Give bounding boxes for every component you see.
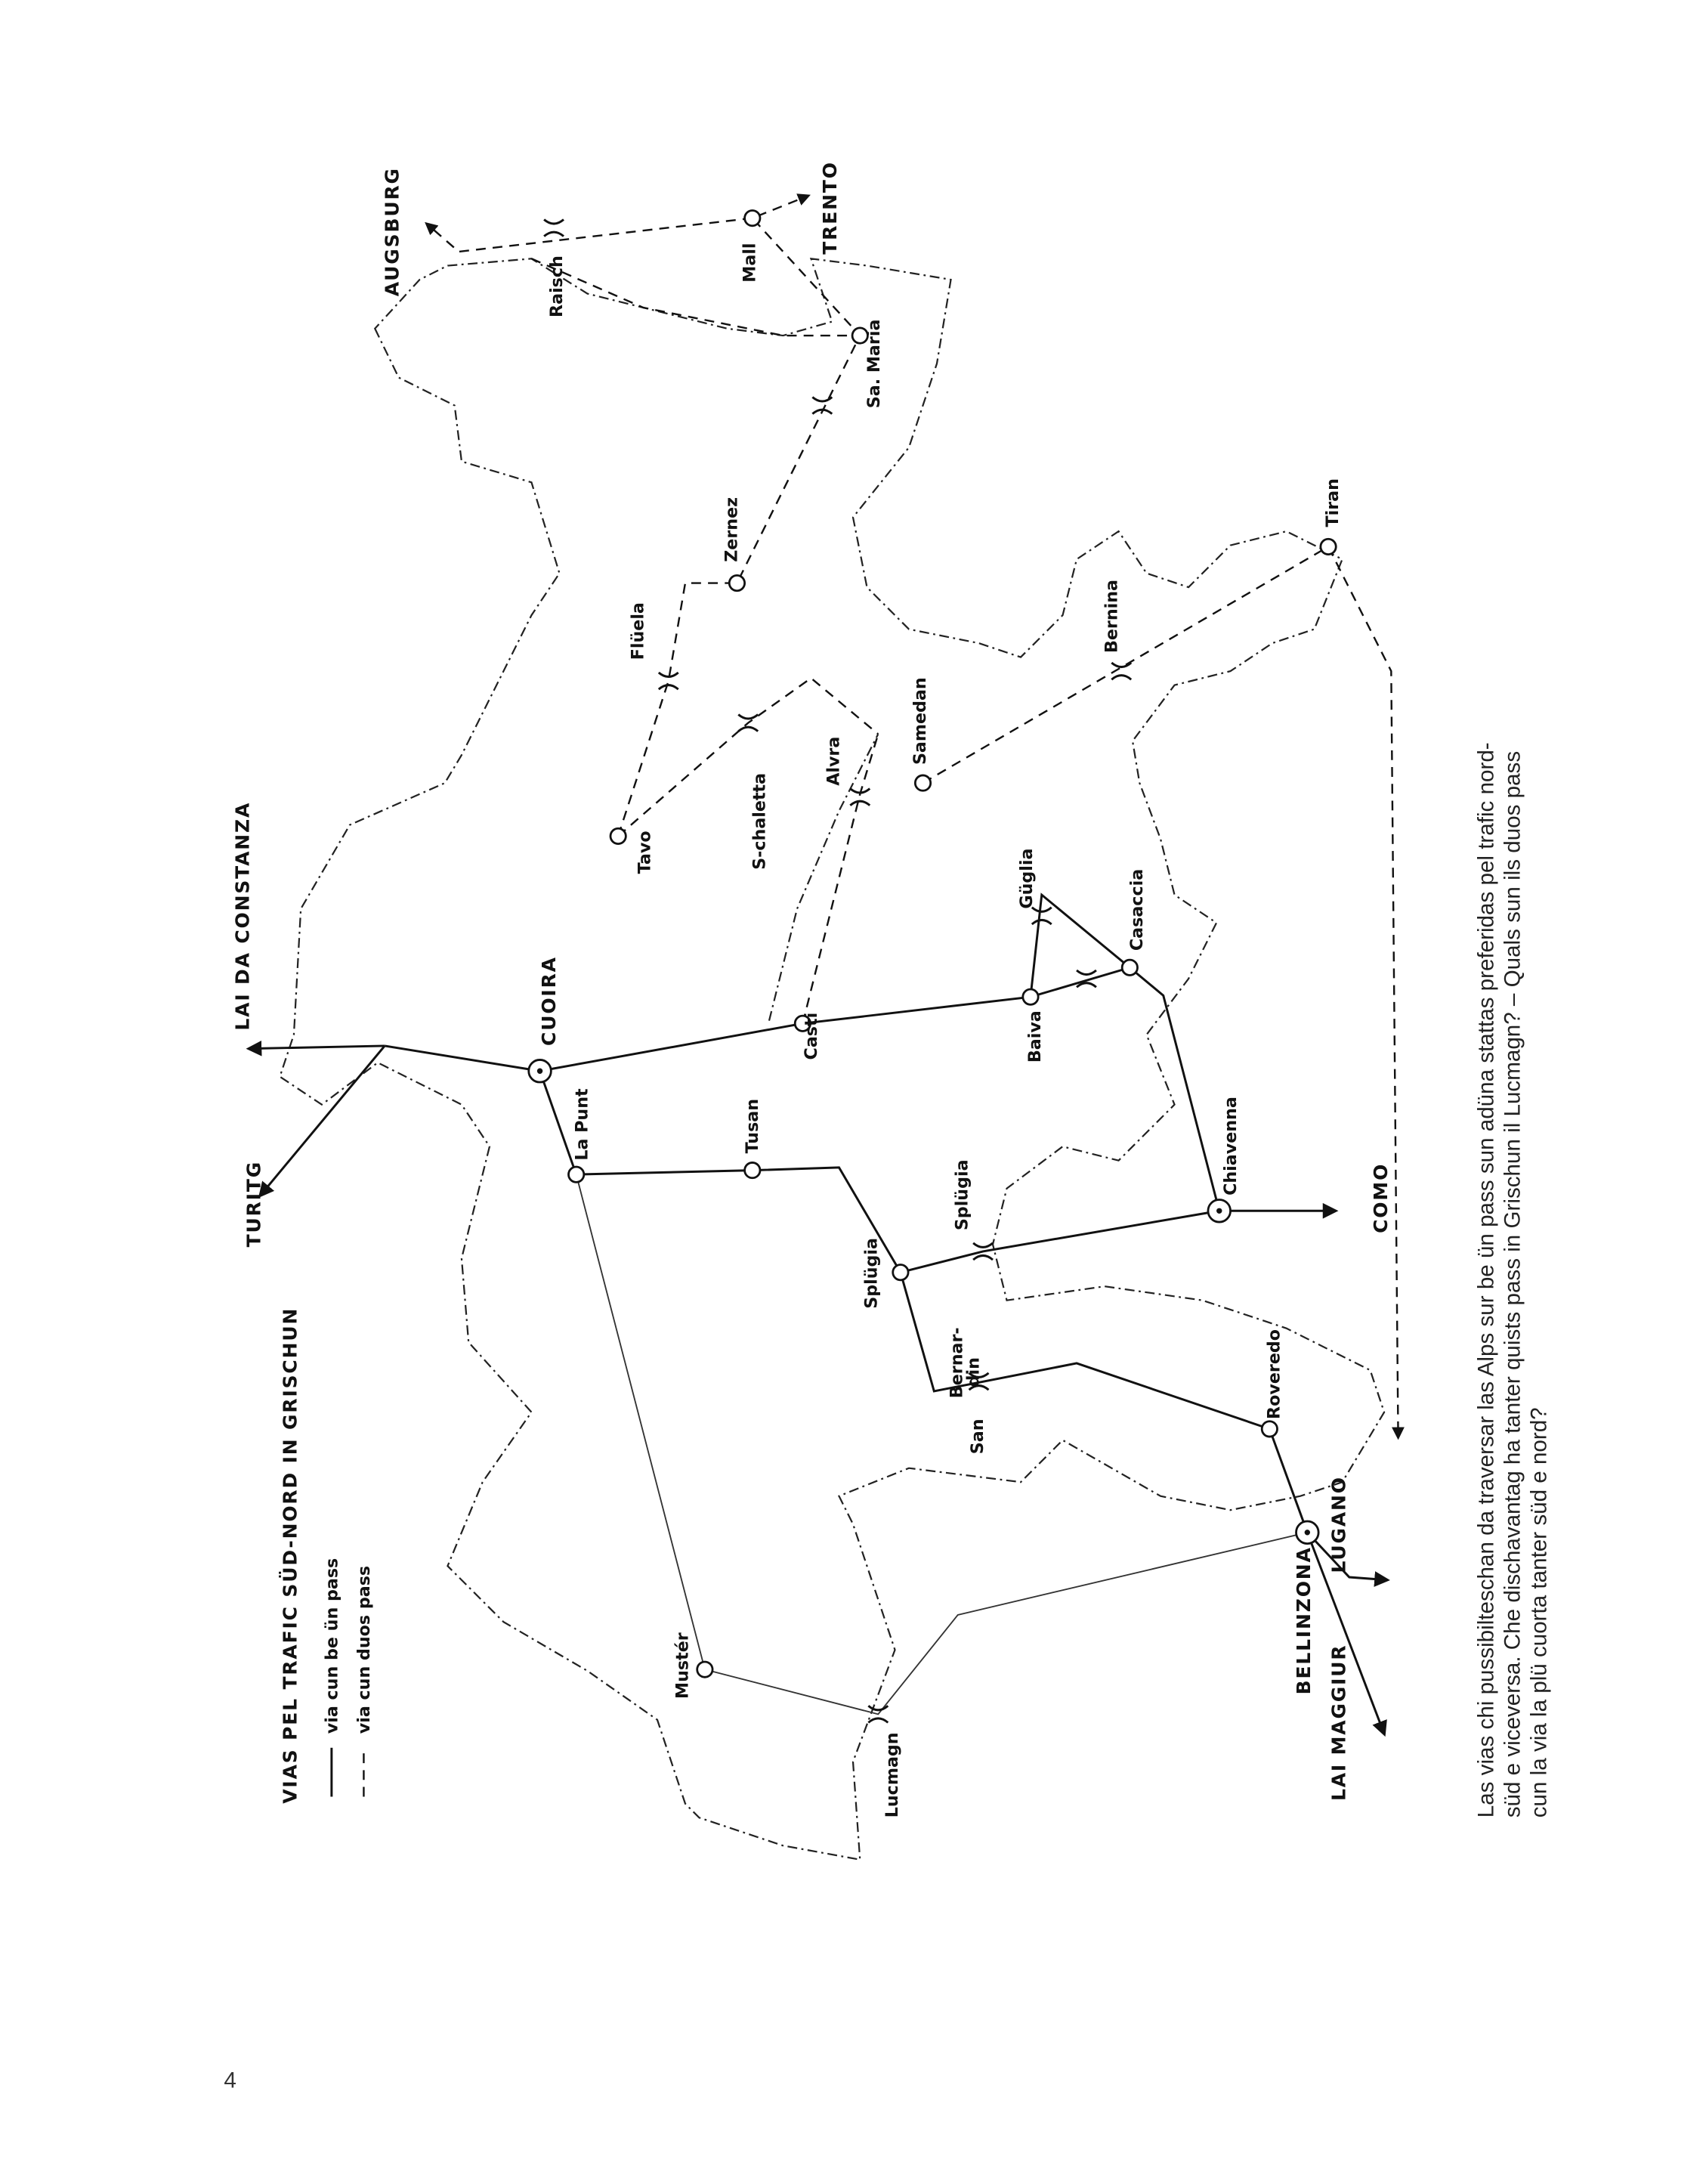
pass-icon (972, 1242, 994, 1261)
page-number: 4 (224, 2068, 236, 2093)
pass-icon (968, 1372, 990, 1391)
legend-dashed-label: via cun duos pass (354, 1566, 374, 1734)
pass-icon (737, 713, 759, 732)
place-label-splugia-pass: Splügia (953, 1159, 972, 1230)
place-node (696, 1660, 714, 1678)
place-label-chiavenna: Chiavenna (1221, 1097, 1241, 1196)
place-node (1319, 537, 1337, 555)
place-label-samaria: Sa. Maria (864, 320, 884, 409)
place-node (567, 1165, 586, 1183)
city-dot (1304, 1530, 1311, 1536)
place-node (1260, 1420, 1278, 1438)
place-label-zernez: Zernez (722, 497, 741, 562)
pass-icon (849, 787, 871, 806)
place-label-maggiur: LAI MAGGIUR (1327, 1644, 1349, 1802)
place-label-bernar: Bernar- (947, 1327, 966, 1398)
legend-solid-label: via cun be ün pass (322, 1558, 342, 1734)
place-label-schaletta: S-chaletta (749, 773, 769, 870)
place-label-tusan: Tusan (743, 1099, 762, 1153)
place-label-guglia: Güglia (1017, 849, 1037, 909)
routes-two-passes (425, 193, 1405, 1440)
place-label-cuoira: CUOIRA (538, 956, 560, 1046)
map-title: VIAS PEL TRAFIC SÜD-NORD IN GRISCHUN (279, 1307, 301, 1804)
place-node (892, 1264, 910, 1282)
pass-icon (543, 218, 564, 237)
place-label-din: din (964, 1357, 984, 1387)
place-label-constanza: LAI DA CONSTANZA (232, 802, 254, 1031)
place-node (609, 827, 627, 845)
place-label-tavo: Tavo (635, 831, 655, 874)
pass-icon (1031, 906, 1052, 926)
pass-icon (811, 396, 833, 415)
caption-line-3: cun la via la plü cuorta tanter süd e no… (1527, 1407, 1552, 1817)
place-node (793, 1014, 811, 1032)
inner-border (768, 733, 879, 1021)
place-node (728, 574, 746, 592)
place-node (1021, 988, 1040, 1006)
pass-icon (657, 671, 679, 691)
place-label-como: COMO (1370, 1163, 1392, 1233)
place-label-splugia: Splügia (861, 1238, 881, 1309)
pass-symbols (543, 218, 1133, 1724)
pass-icon (1076, 969, 1097, 988)
place-labels: TURITG LAI DA CONSTANZA CUOIRA La Punt Tusan… (232, 161, 1392, 1817)
place-label-bernina: Bernina (1102, 580, 1122, 653)
place-label-trento: TRENTO (819, 161, 841, 255)
place-label-mall: Mall (740, 243, 759, 282)
place-node (1120, 958, 1139, 976)
place-label-casti: Casti (802, 1013, 821, 1060)
place-node (743, 209, 762, 227)
place-label-lapunt: La Punt (572, 1088, 592, 1161)
place-label-tiran: Tiran (1323, 478, 1343, 527)
place-nodes (527, 209, 1337, 1678)
place-label-lugano: LUGANO (1327, 1476, 1349, 1573)
place-label-baiva: Baiva (1025, 1010, 1045, 1063)
place-label-casaccia: Casaccia (1127, 869, 1147, 951)
place-label-turitg: TURITG (243, 1161, 265, 1247)
place-node (851, 326, 869, 345)
place-label-bellinzona: BELLINZONA (1293, 1546, 1315, 1694)
city-dot (536, 1068, 543, 1074)
place-label-san: San (968, 1418, 987, 1454)
place-node (913, 774, 932, 792)
caption-line-1: Las vias chi pussibilteschan da traversa… (1473, 742, 1498, 1817)
place-label-samedan: Samedan (910, 677, 930, 765)
place-label-augsburg: AUGSBURG (382, 167, 403, 296)
place-label-fluela: Flüela (628, 602, 647, 660)
place-label-raisch: Raisch (547, 255, 567, 317)
pass-icon (1111, 661, 1133, 681)
canton-border (279, 257, 1386, 1861)
place-label-roveredo: Roveredo (1264, 1329, 1284, 1419)
place-label-alvra: Alvra (824, 737, 843, 786)
pass-icon (867, 1705, 889, 1724)
caption-line-2: süd e viceversa. Che dischavantag ha tan… (1500, 751, 1525, 1817)
place-node (743, 1162, 762, 1180)
place-label-lucmagn: Lucmagn (882, 1732, 902, 1817)
place-label-muster: Mustér (673, 1632, 693, 1699)
city-dot (1216, 1208, 1222, 1214)
